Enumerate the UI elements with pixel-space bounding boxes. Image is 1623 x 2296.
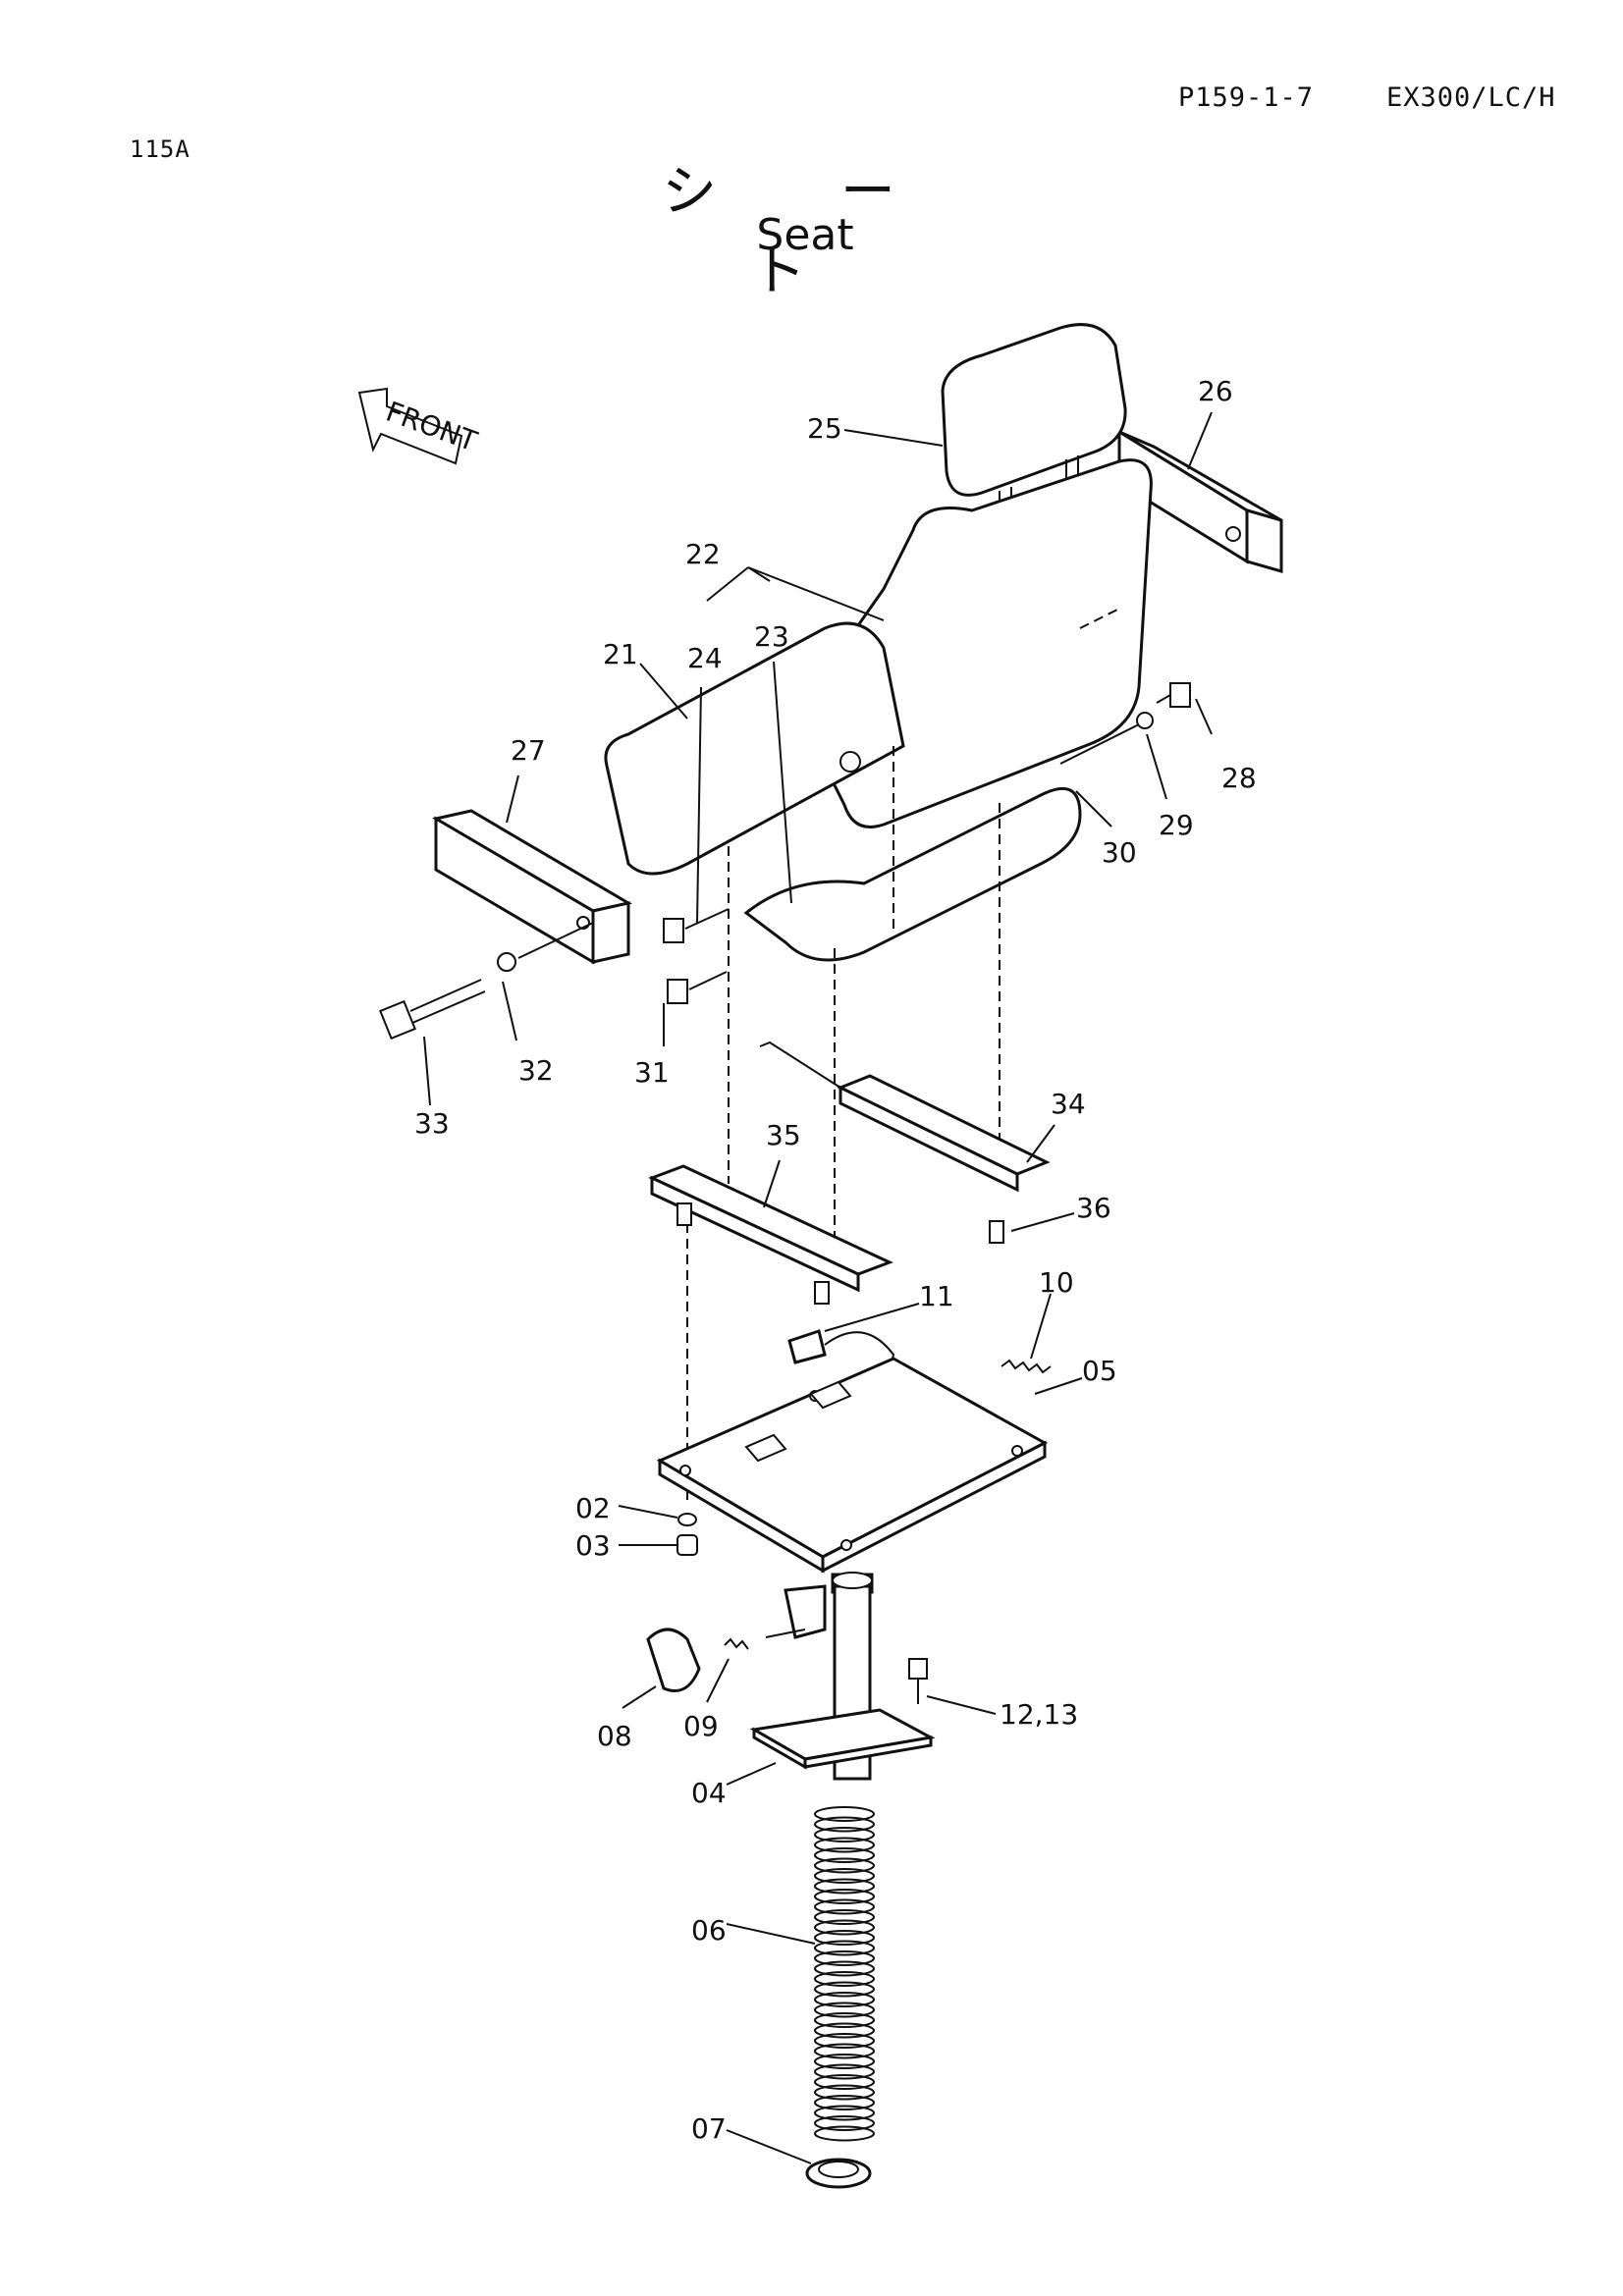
callout-24: 24 (687, 642, 723, 674)
knob-08 (646, 1628, 701, 1692)
callout-09: 09 (683, 1710, 719, 1742)
callout-26: 26 (1198, 375, 1233, 407)
washer-02 (677, 1513, 697, 1526)
spring-coil-turn (814, 2063, 875, 2080)
title-japanese: シ ー ト (662, 160, 948, 303)
model-code: EX300/LC/H (1386, 82, 1556, 113)
callout-22: 22 (685, 538, 721, 570)
callout-11: 11 (919, 1280, 954, 1312)
lever-knob-11 (787, 1329, 827, 1364)
washer-32 (497, 952, 516, 972)
spring-coil-turn (814, 1992, 875, 2007)
callout-07: 07 (691, 2112, 727, 2145)
base-plate-05 (656, 1357, 1049, 1574)
spring-coil-turn (814, 2033, 875, 2049)
nut-03 (676, 1534, 698, 1556)
callout-10: 10 (1039, 1266, 1074, 1299)
headrest (941, 323, 1127, 520)
bolt-33 (379, 979, 486, 1041)
spring-coil-turn (814, 1827, 875, 1842)
title-english: Seat (756, 210, 854, 260)
bolt-24 (663, 908, 730, 943)
coil-spring-06 (814, 1806, 875, 2142)
callout-08: 08 (597, 1720, 632, 1752)
spring-coil-turn (814, 1857, 875, 1874)
spring-coil-turn (814, 1960, 875, 1977)
callout-32: 32 (518, 1054, 554, 1087)
bolt-36 (989, 1220, 1004, 1244)
spring-coil-turn (814, 1889, 875, 1904)
spring-coil-turn (814, 1847, 875, 1863)
spring-coil-turn (814, 2125, 875, 2142)
spring-coil-turn (814, 1981, 875, 1998)
spring-coil-turn (814, 2084, 875, 2101)
bolt-31 (667, 971, 728, 1004)
bolt-28 (1156, 682, 1191, 708)
bolt-12-13 (908, 1658, 928, 1704)
callout-02: 02 (575, 1492, 611, 1524)
rail-34 (759, 1041, 1051, 1193)
spring-coil-turn (814, 1930, 875, 1946)
callout-25: 25 (807, 412, 842, 445)
callout-27: 27 (511, 734, 546, 767)
spring-10 (1001, 1359, 1052, 1374)
callout-03: 03 (575, 1529, 611, 1562)
spring-coil-turn (814, 1806, 875, 1822)
spring-coil-turn (814, 1878, 875, 1895)
callout-28: 28 (1221, 762, 1257, 794)
spring-coil-turn (814, 1909, 875, 1925)
spring-coil-turn (814, 2105, 875, 2121)
spring-coil-turn (814, 2022, 875, 2039)
armrest-right (1117, 429, 1283, 573)
callout-35: 35 (766, 1119, 801, 1151)
callout-12-13: 12,13 (1000, 1698, 1078, 1731)
callout-36: 36 (1076, 1192, 1111, 1224)
spring-coil-turn (814, 2012, 875, 2028)
spring-coil-turn (814, 1816, 875, 1833)
washer-29 (1136, 712, 1154, 729)
callout-34: 34 (1051, 1088, 1086, 1120)
rail-35 (648, 1164, 893, 1305)
callout-04: 04 (691, 1777, 727, 1809)
spring-coil-turn (814, 1868, 875, 1884)
spring-coil-turn (814, 1898, 875, 1915)
floor-plate-04 (749, 1708, 936, 1770)
callout-30: 30 (1102, 836, 1137, 869)
callout-29: 29 (1159, 809, 1194, 841)
spring-coil-turn (814, 2115, 875, 2131)
spring-coil-turn (814, 2074, 875, 2090)
seat-cushion (604, 621, 1082, 962)
callout-33: 33 (414, 1107, 450, 1140)
callout-05: 05 (1082, 1355, 1117, 1387)
callout-23: 23 (754, 620, 789, 653)
spring-coil-turn (814, 1919, 875, 1936)
spring-coil-turn (814, 1971, 875, 1987)
spring-coil-turn (814, 2043, 875, 2059)
callout-21: 21 (603, 638, 638, 670)
sheet-number: 115A (130, 135, 190, 163)
spring-coil-turn (814, 1837, 875, 1853)
callout-06: 06 (691, 1914, 727, 1947)
front-arrow-icon: FRONT (357, 387, 482, 465)
spring-coil-turn (814, 1950, 875, 1966)
spring-coil-turn (814, 1940, 875, 1956)
callout-31: 31 (634, 1056, 670, 1089)
spring-coil-turn (814, 2095, 875, 2110)
spring-coil-turn (814, 2002, 875, 2018)
armrest-left (431, 809, 633, 965)
spring-coil-turn (814, 2054, 875, 2069)
spring-09 (724, 1637, 749, 1650)
page-code: P159-1-7 (1178, 82, 1315, 113)
